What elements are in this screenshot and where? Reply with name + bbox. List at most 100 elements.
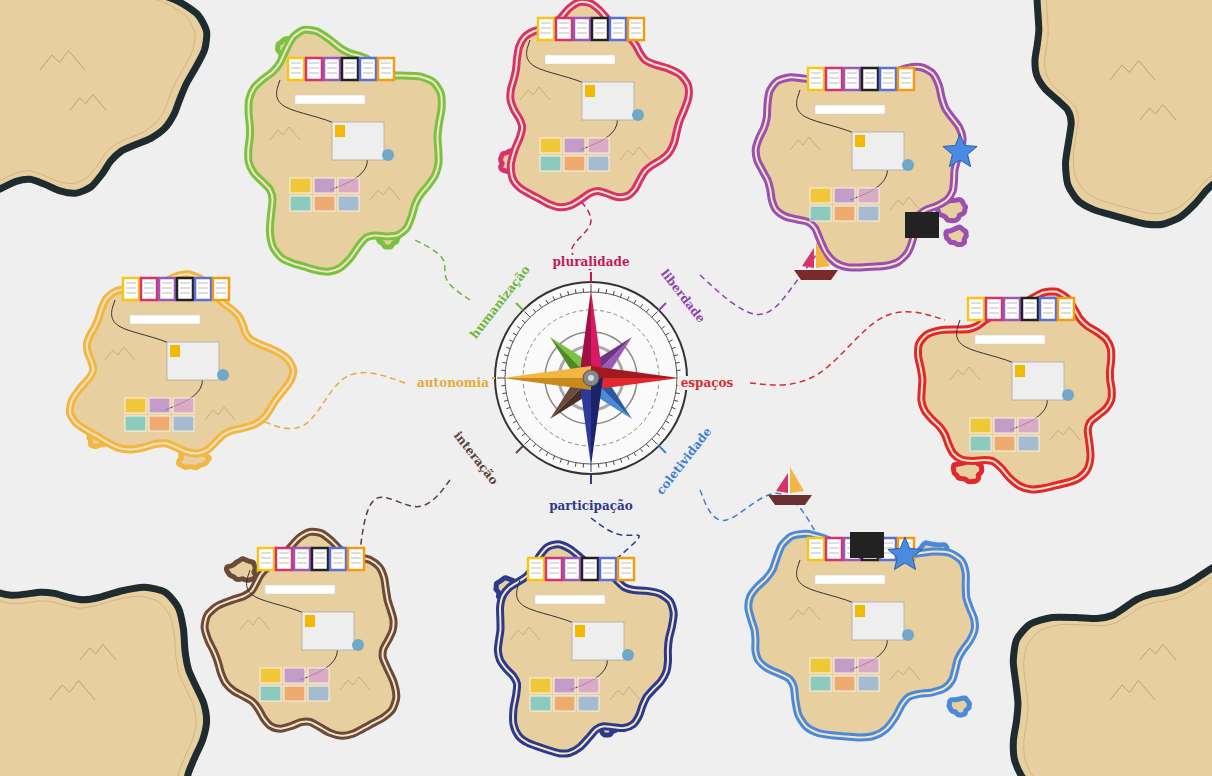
compass-part — [575, 463, 577, 467]
contour-line — [1045, 0, 1212, 214]
card-line — [989, 313, 999, 314]
card-line — [381, 73, 391, 74]
card-line — [847, 83, 857, 84]
card — [844, 68, 860, 90]
info-swatch — [335, 125, 345, 137]
island-outline — [510, 2, 688, 207]
grid-card — [540, 156, 561, 171]
card-line — [327, 73, 337, 74]
card-line — [559, 23, 569, 24]
card-line — [1061, 313, 1071, 314]
card-line — [613, 23, 623, 24]
compass-part — [583, 464, 584, 468]
compass-part — [646, 309, 649, 312]
compass-part — [506, 407, 510, 408]
card-line — [144, 293, 154, 294]
boat — [768, 467, 812, 505]
grid-card — [338, 196, 359, 211]
card-line — [126, 293, 136, 294]
card-line — [162, 283, 172, 284]
compass-point — [591, 378, 679, 390]
card-line — [333, 553, 343, 554]
card-line — [811, 548, 821, 549]
compass-part — [502, 392, 506, 394]
card-line — [297, 563, 307, 564]
pirate-figure — [632, 109, 644, 121]
compass-part — [613, 291, 614, 295]
mountain-sketch — [950, 367, 980, 380]
card-line — [883, 78, 893, 79]
card-line — [631, 28, 641, 29]
grid-card — [578, 678, 599, 693]
card — [123, 278, 139, 300]
grid-card — [970, 418, 991, 433]
grid-card — [1018, 418, 1039, 433]
mountain-sketch — [890, 197, 920, 210]
info-card — [572, 622, 624, 660]
card-line — [577, 28, 587, 29]
card-line — [603, 568, 613, 569]
grid-card — [834, 676, 855, 691]
card — [378, 58, 394, 80]
card-line — [811, 553, 821, 554]
card-line — [901, 78, 911, 79]
card-line — [309, 68, 319, 69]
card-line — [865, 83, 875, 84]
compass-rose — [485, 272, 697, 484]
mountain-sketch — [370, 187, 400, 200]
grid-card — [858, 676, 879, 691]
info-card — [852, 132, 904, 170]
mountain-sketch — [1140, 644, 1176, 660]
note-card — [815, 105, 885, 114]
card-line — [549, 573, 559, 574]
card-line — [531, 563, 541, 564]
island-outline — [918, 291, 1112, 489]
card-line — [198, 293, 208, 294]
card-line — [315, 553, 325, 554]
card — [592, 18, 608, 40]
compass-part — [522, 433, 525, 436]
contour-line — [0, 587, 196, 776]
card-line — [847, 73, 857, 74]
card-line — [621, 573, 631, 574]
info-swatch — [1015, 365, 1025, 377]
compass-part — [676, 362, 680, 364]
info-swatch — [170, 345, 180, 357]
mountain-sketch — [205, 407, 235, 420]
compass-part — [513, 333, 516, 335]
compass-part — [522, 320, 525, 323]
pirate-figure — [1062, 389, 1074, 401]
card-line — [847, 78, 857, 79]
card — [582, 558, 598, 580]
card — [294, 548, 310, 570]
card-line — [971, 303, 981, 304]
compass-part — [590, 272, 592, 282]
compass-part — [590, 474, 592, 484]
island-shore — [498, 544, 674, 753]
island-outline — [205, 532, 397, 736]
card-line — [261, 553, 271, 554]
compass-part — [553, 456, 555, 460]
compass-part — [568, 461, 569, 465]
grid-card — [564, 156, 585, 171]
compass-part — [575, 289, 577, 293]
islands — [70, 2, 1112, 754]
card — [538, 18, 554, 40]
card-line — [180, 288, 190, 289]
compass-part — [665, 421, 668, 423]
dark-note — [905, 212, 939, 238]
pirate-figure — [217, 369, 229, 381]
card-line — [585, 573, 595, 574]
compass-part — [646, 444, 649, 447]
card-line — [216, 293, 226, 294]
compass-part — [504, 355, 508, 356]
card-line — [363, 63, 373, 64]
compass-part — [605, 289, 607, 293]
island-shore — [748, 534, 974, 738]
card-line — [567, 563, 577, 564]
contour-line — [1024, 568, 1212, 776]
card-line — [621, 568, 631, 569]
card-line — [198, 288, 208, 289]
compass-part — [669, 340, 673, 342]
card-line — [351, 563, 361, 564]
